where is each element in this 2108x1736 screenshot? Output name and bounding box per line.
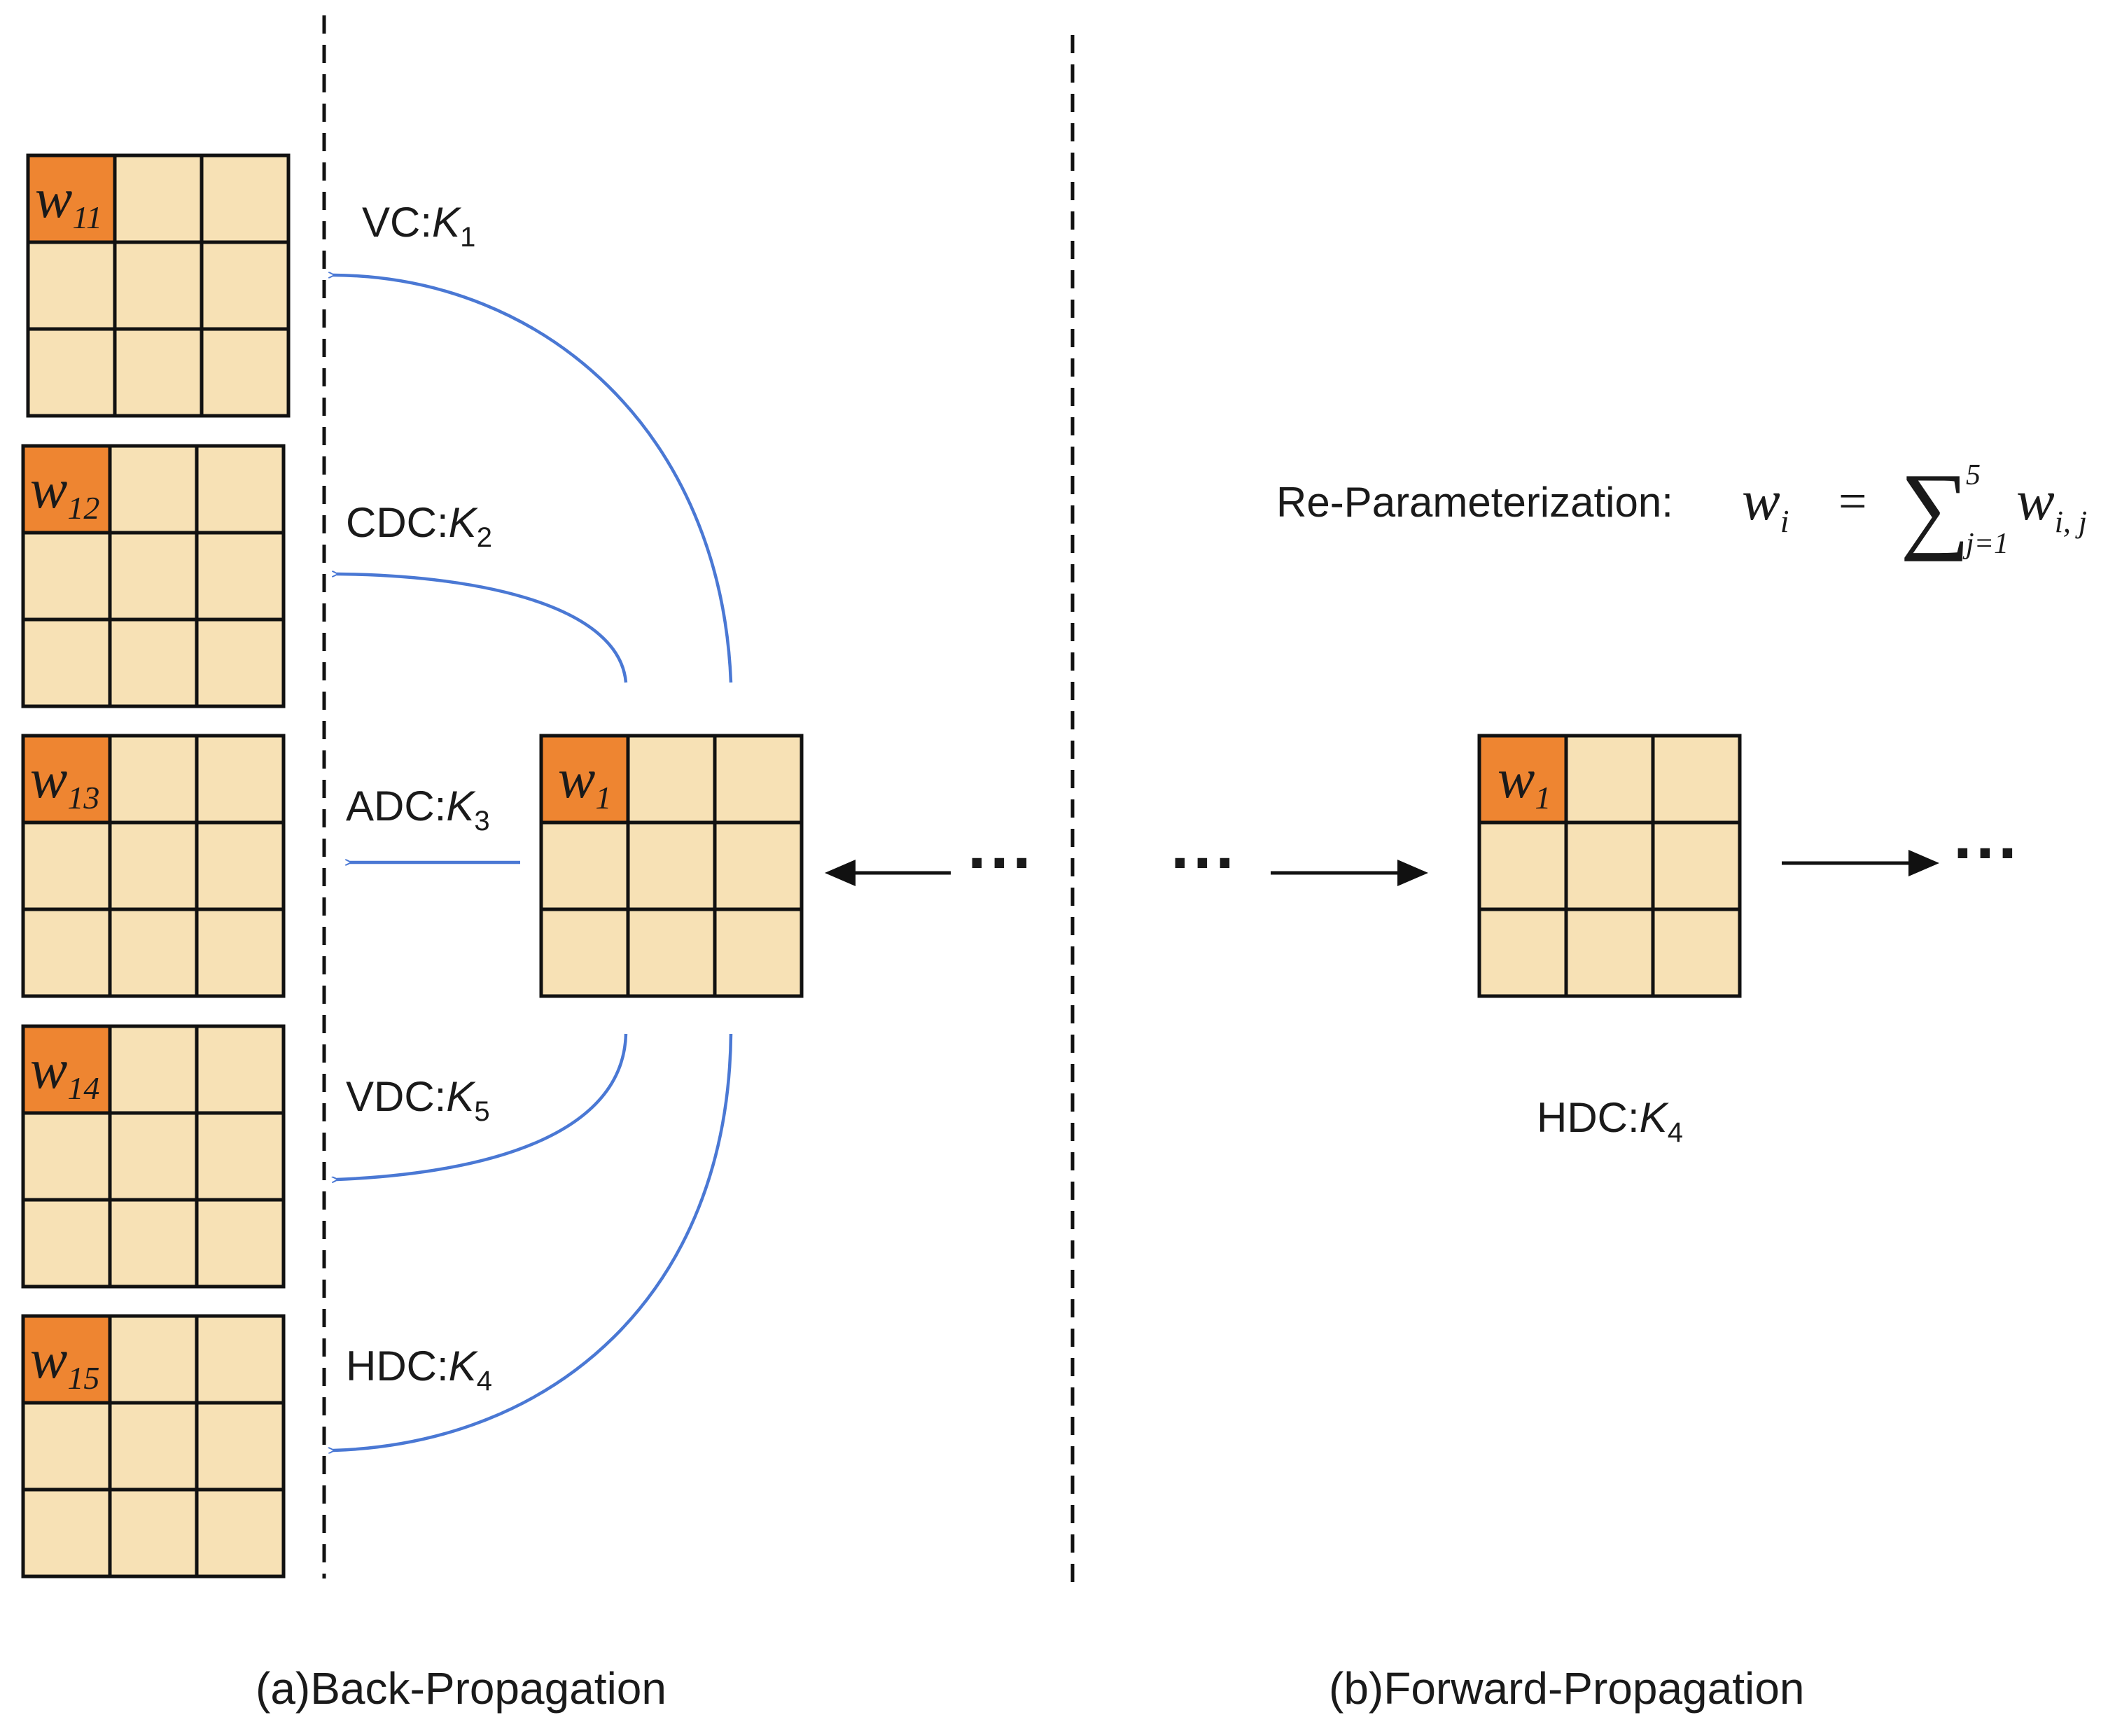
- kernel-grid-w15: w15: [21, 1314, 286, 1578]
- forward-kernel-label: HDC:K4: [1537, 1094, 1683, 1148]
- svg-text:w1: w1: [558, 748, 611, 816]
- svg-text:w12: w12: [30, 458, 99, 526]
- reparam-lhs: w: [1742, 468, 1780, 532]
- weight-subscript: 13: [67, 780, 99, 816]
- svg-text:wi: wi: [1742, 468, 1789, 539]
- forward-kernel-w1: w1: [1477, 734, 1742, 998]
- op-label-vc: VC:K1: [362, 199, 475, 253]
- op-label-adc: ADC:K3: [346, 783, 490, 836]
- op-label-vdc: VDC:K5: [346, 1073, 490, 1127]
- weight-subscript: 15: [67, 1360, 99, 1396]
- op-label-hdc: HDC:K4: [346, 1343, 492, 1396]
- svg-text:w15: w15: [30, 1329, 99, 1396]
- ellipsis-forward-right: ···: [1953, 816, 2020, 890]
- reparam-rhs: w: [2016, 468, 2055, 532]
- arrow-to-cdc: [337, 574, 628, 683]
- arrow-to-hdc: [333, 1033, 733, 1450]
- arrow-to-vdc: [337, 1033, 628, 1180]
- weight-subscript: 11: [72, 200, 102, 235]
- arrowhead-out-of-kernel: [1908, 850, 1939, 876]
- reparam-equals: =: [1838, 473, 1867, 529]
- reparameterization-formula: Re-Parameterization: wi = ∑ 5 j=1 wi, j: [1276, 454, 2087, 562]
- arrowhead-into-kernel: [1397, 860, 1428, 886]
- weight-label: w: [30, 748, 67, 810]
- weight-label: w: [35, 168, 72, 230]
- weight-label: w: [30, 458, 67, 520]
- weight-label: w: [558, 748, 595, 810]
- caption-forward-propagation: (b)Forward-Propagation: [1329, 1663, 1804, 1714]
- weight-subscript: 1: [595, 780, 611, 816]
- ellipsis-forward-left: ···: [1171, 825, 1238, 900]
- weight-label: w: [30, 1039, 67, 1100]
- reparam-rhs-sub: i, j: [2055, 505, 2087, 539]
- kernel-grid-w11: w11: [26, 153, 291, 418]
- svg-text:w11: w11: [35, 168, 102, 235]
- weight-subscript: 12: [67, 490, 99, 526]
- reparam-sum-symbol: ∑: [1900, 454, 1970, 562]
- kernel-grid-w12: w12: [21, 444, 286, 708]
- reparam-sum-upper: 5: [1966, 459, 1981, 491]
- op-label-cdc: CDC:K2: [346, 499, 492, 553]
- svg-text:w14: w14: [30, 1039, 99, 1106]
- source-kernel-w1: w1: [539, 734, 804, 998]
- svg-text:wi, j: wi, j: [2016, 468, 2087, 539]
- arrow-to-vc: [333, 275, 733, 683]
- arrowhead-incoming-back: [825, 860, 856, 886]
- weight-subscript: 14: [67, 1070, 99, 1106]
- weight-label: w: [1498, 748, 1535, 810]
- svg-text:w1: w1: [1498, 748, 1551, 816]
- kernel-grid-w13: w13: [21, 734, 286, 998]
- ellipsis-back: ···: [968, 825, 1035, 900]
- weight-subscript: 1: [1535, 780, 1551, 816]
- caption-back-propagation: (a)Back-Propagation: [256, 1663, 666, 1714]
- weight-label: w: [30, 1329, 67, 1390]
- kernel-grid-w14: w14: [21, 1024, 286, 1289]
- reparam-lhs-sub: i: [1780, 503, 1789, 539]
- reparam-sum-lower: j=1: [1962, 528, 2009, 560]
- reparam-label: Re-Parameterization:: [1276, 479, 1673, 526]
- svg-text:w13: w13: [30, 748, 99, 816]
